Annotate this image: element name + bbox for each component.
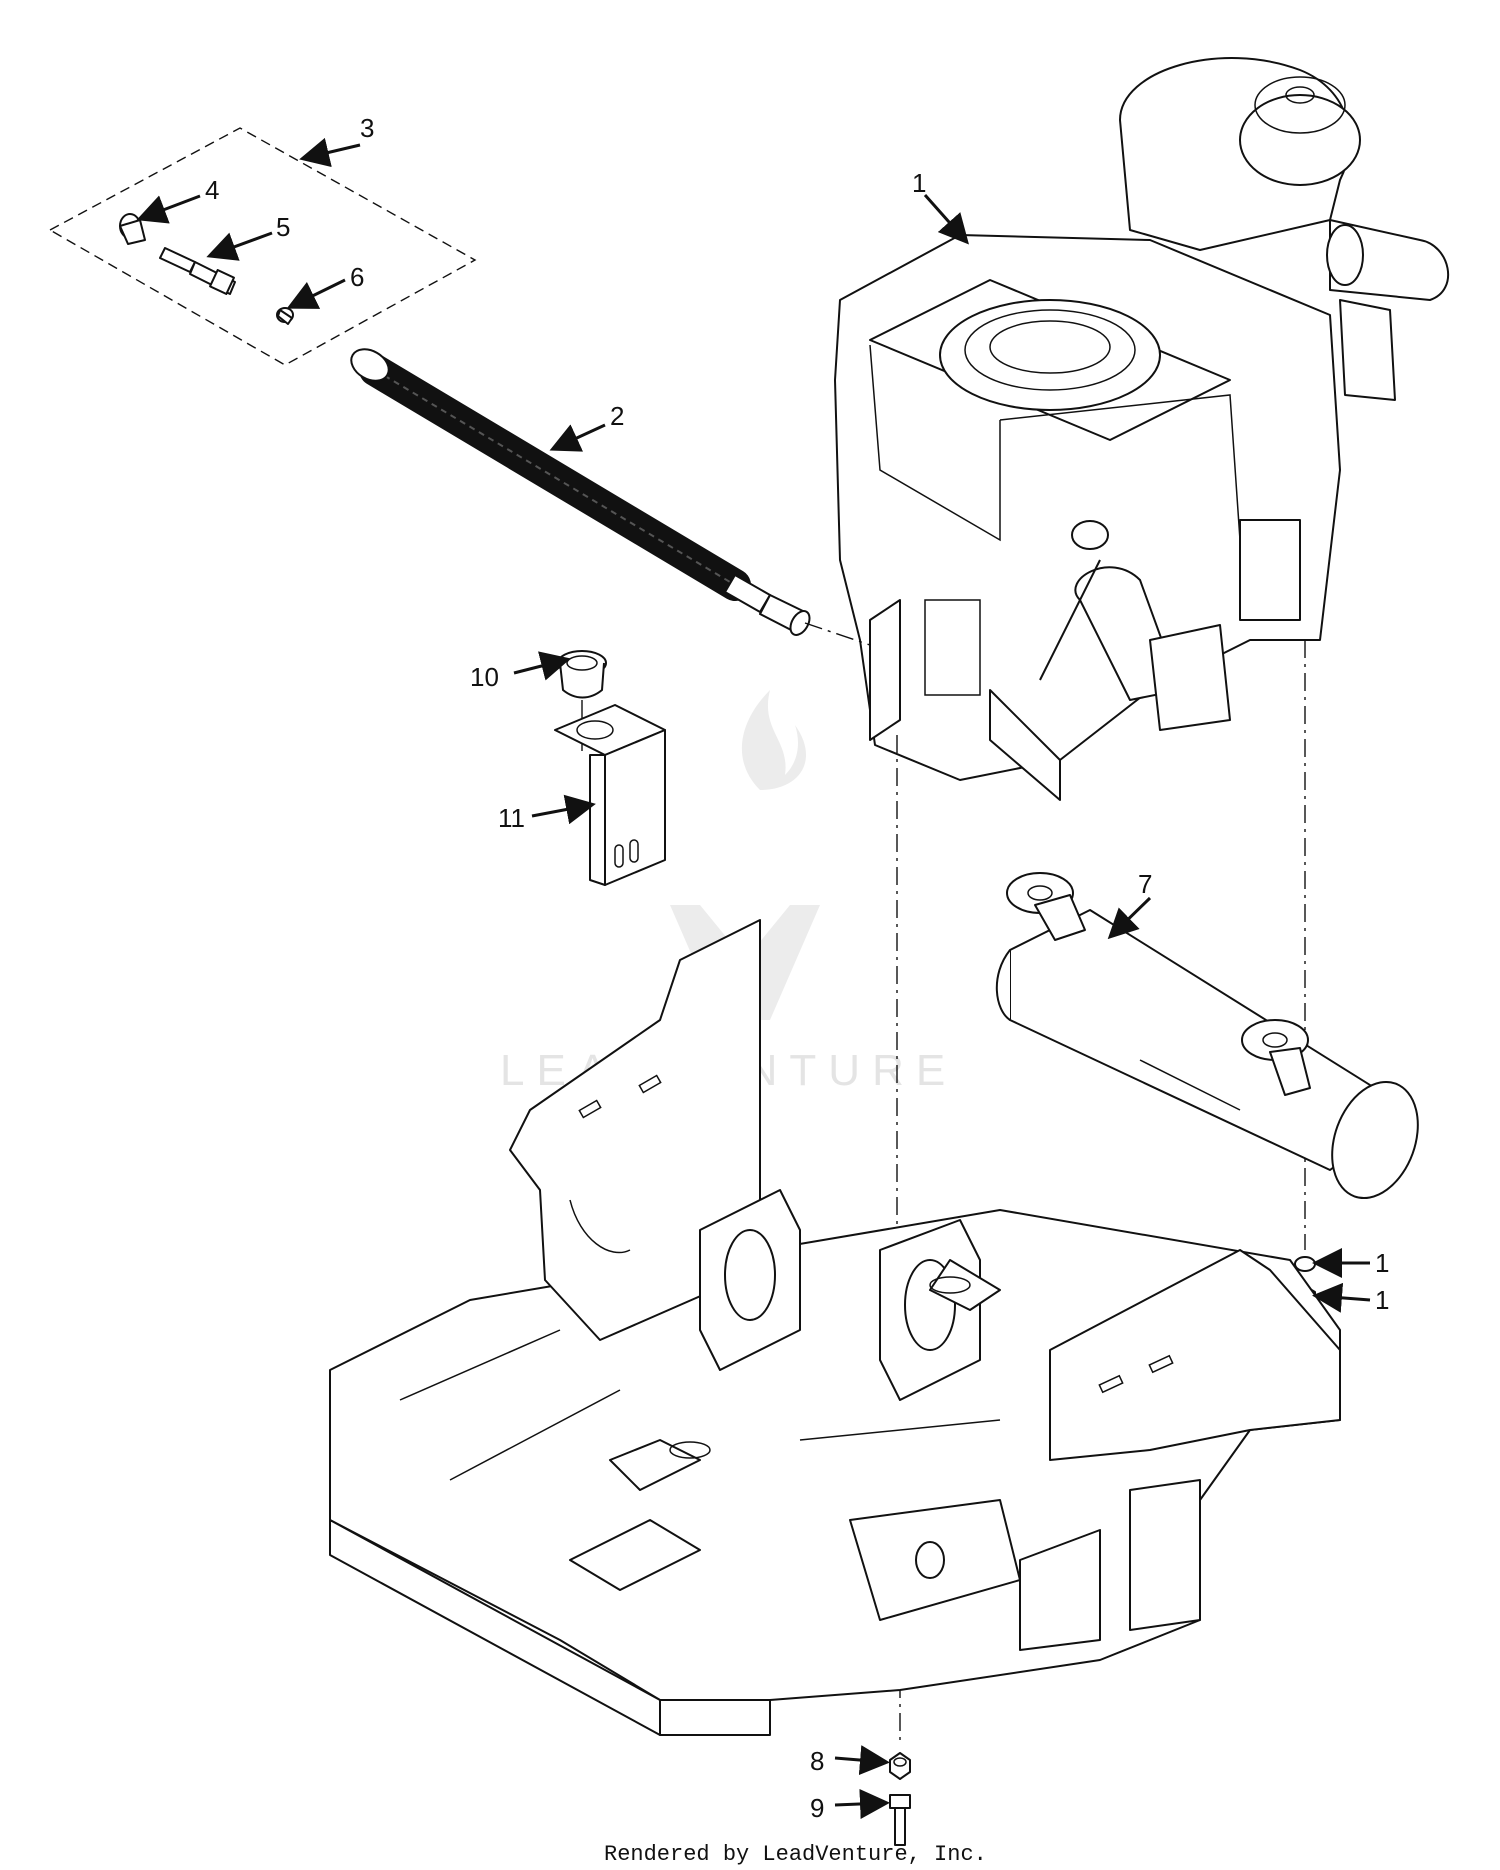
footer-credit: Rendered by LeadVenture, Inc. xyxy=(604,1842,987,1867)
part-plug xyxy=(276,307,294,325)
part-frame xyxy=(329,919,1341,1736)
callout-4: 4 xyxy=(205,175,219,205)
callout-5: 5 xyxy=(276,212,290,242)
part-lock-nut xyxy=(889,1752,911,1780)
callout-1-nut: 1 xyxy=(1375,1285,1389,1315)
part-bolt xyxy=(889,1794,911,1846)
part-cap xyxy=(119,213,146,245)
callout-7: 7 xyxy=(1138,869,1152,899)
part-bracket xyxy=(554,704,666,886)
callout-8: 8 xyxy=(810,1746,824,1776)
callout-2: 2 xyxy=(610,401,624,431)
part-muffler xyxy=(995,872,1419,1200)
part-engine xyxy=(834,57,1449,801)
callout-11: 11 xyxy=(498,803,525,833)
callout-3: 3 xyxy=(360,113,374,143)
callout-9: 9 xyxy=(810,1793,824,1823)
callout-10: 10 xyxy=(470,662,499,692)
part-drain-fitting xyxy=(159,247,236,295)
callout-1-washer: 1 xyxy=(1375,1248,1389,1278)
callout-arrows xyxy=(136,137,1371,1819)
part-bushing xyxy=(557,650,607,699)
part-drain-hose xyxy=(350,348,811,636)
part-washer xyxy=(1294,1256,1316,1272)
kit-group-outline xyxy=(48,127,477,366)
callout-6: 6 xyxy=(350,262,364,292)
callout-1: 1 xyxy=(912,168,926,198)
